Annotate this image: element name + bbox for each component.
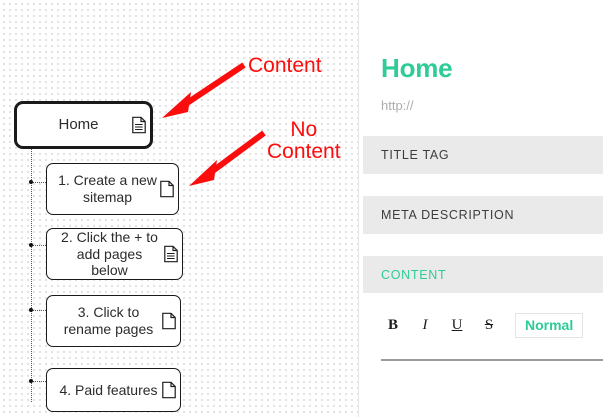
section-title-tag[interactable]: TITLE TAG <box>363 136 603 174</box>
content-editor[interactable]: B I U S Normal <box>363 293 603 417</box>
annotation-arrow-no-content <box>189 130 266 186</box>
connector-branch-4 <box>31 381 48 382</box>
sitemap-node-home-label: Home <box>58 116 99 134</box>
sitemap-canvas[interactable]: Home 1. Create a new sitemap 2. Click th… <box>0 0 358 417</box>
text-style-select[interactable]: Normal <box>515 313 584 338</box>
page-with-content-icon[interactable] <box>164 245 178 263</box>
sitemap-node-2[interactable]: 2. Click the + to add pages below <box>46 228 183 280</box>
section-meta-description-label: META DESCRIPTION <box>381 208 515 222</box>
section-content-label: CONTENT <box>381 268 447 282</box>
sitemap-node-3[interactable]: 3. Click to rename pages <box>46 295 181 347</box>
page-url-input[interactable]: http:// <box>381 98 414 113</box>
sitemap-node-1-label: 1. Create a new sitemap <box>58 172 157 205</box>
page-empty-icon[interactable] <box>162 312 176 330</box>
connector-branch-3 <box>31 310 48 311</box>
editor-toolbar: B I U S Normal <box>377 313 584 338</box>
connector-branch-1 <box>31 182 48 183</box>
connector-joint-1 <box>29 180 33 184</box>
section-meta-description[interactable]: META DESCRIPTION <box>363 196 603 234</box>
sitemap-node-1[interactable]: 1. Create a new sitemap <box>46 163 179 215</box>
page-title: Home <box>381 53 453 83</box>
editor-divider <box>381 359 603 361</box>
annotation-arrow-content <box>162 62 246 118</box>
connector-joint-4 <box>29 379 33 383</box>
sitemap-node-3-label: 3. Click to rename pages <box>63 304 154 337</box>
bold-button[interactable]: B <box>387 317 398 333</box>
section-title-tag-label: TITLE TAG <box>381 148 450 162</box>
underline-button[interactable]: U <box>451 317 463 333</box>
section-content[interactable]: CONTENT <box>363 256 603 294</box>
page-with-content-icon[interactable] <box>132 116 146 134</box>
connector-joint-2 <box>29 243 33 247</box>
connector-trunk <box>31 148 32 402</box>
strikethrough-button[interactable]: S <box>484 317 494 333</box>
sitemap-node-home[interactable]: Home <box>14 101 153 149</box>
sitemap-node-4-label: 4. Paid features <box>59 381 158 398</box>
italic-button[interactable]: I <box>422 317 428 333</box>
connector-branch-2 <box>31 245 48 246</box>
sitemap-node-4[interactable]: 4. Paid features <box>46 368 181 412</box>
page-empty-icon[interactable] <box>160 180 174 198</box>
annotation-label-content: Content <box>248 54 322 77</box>
annotation-label-no-content: No Content <box>267 118 341 164</box>
connector-joint-3 <box>29 308 33 312</box>
page-inspector-panel: Home http:// TITLE TAG META DESCRIPTION … <box>358 0 603 417</box>
page-empty-icon[interactable] <box>162 381 176 399</box>
sitemap-node-2-label: 2. Click the + to add pages below <box>61 229 158 279</box>
